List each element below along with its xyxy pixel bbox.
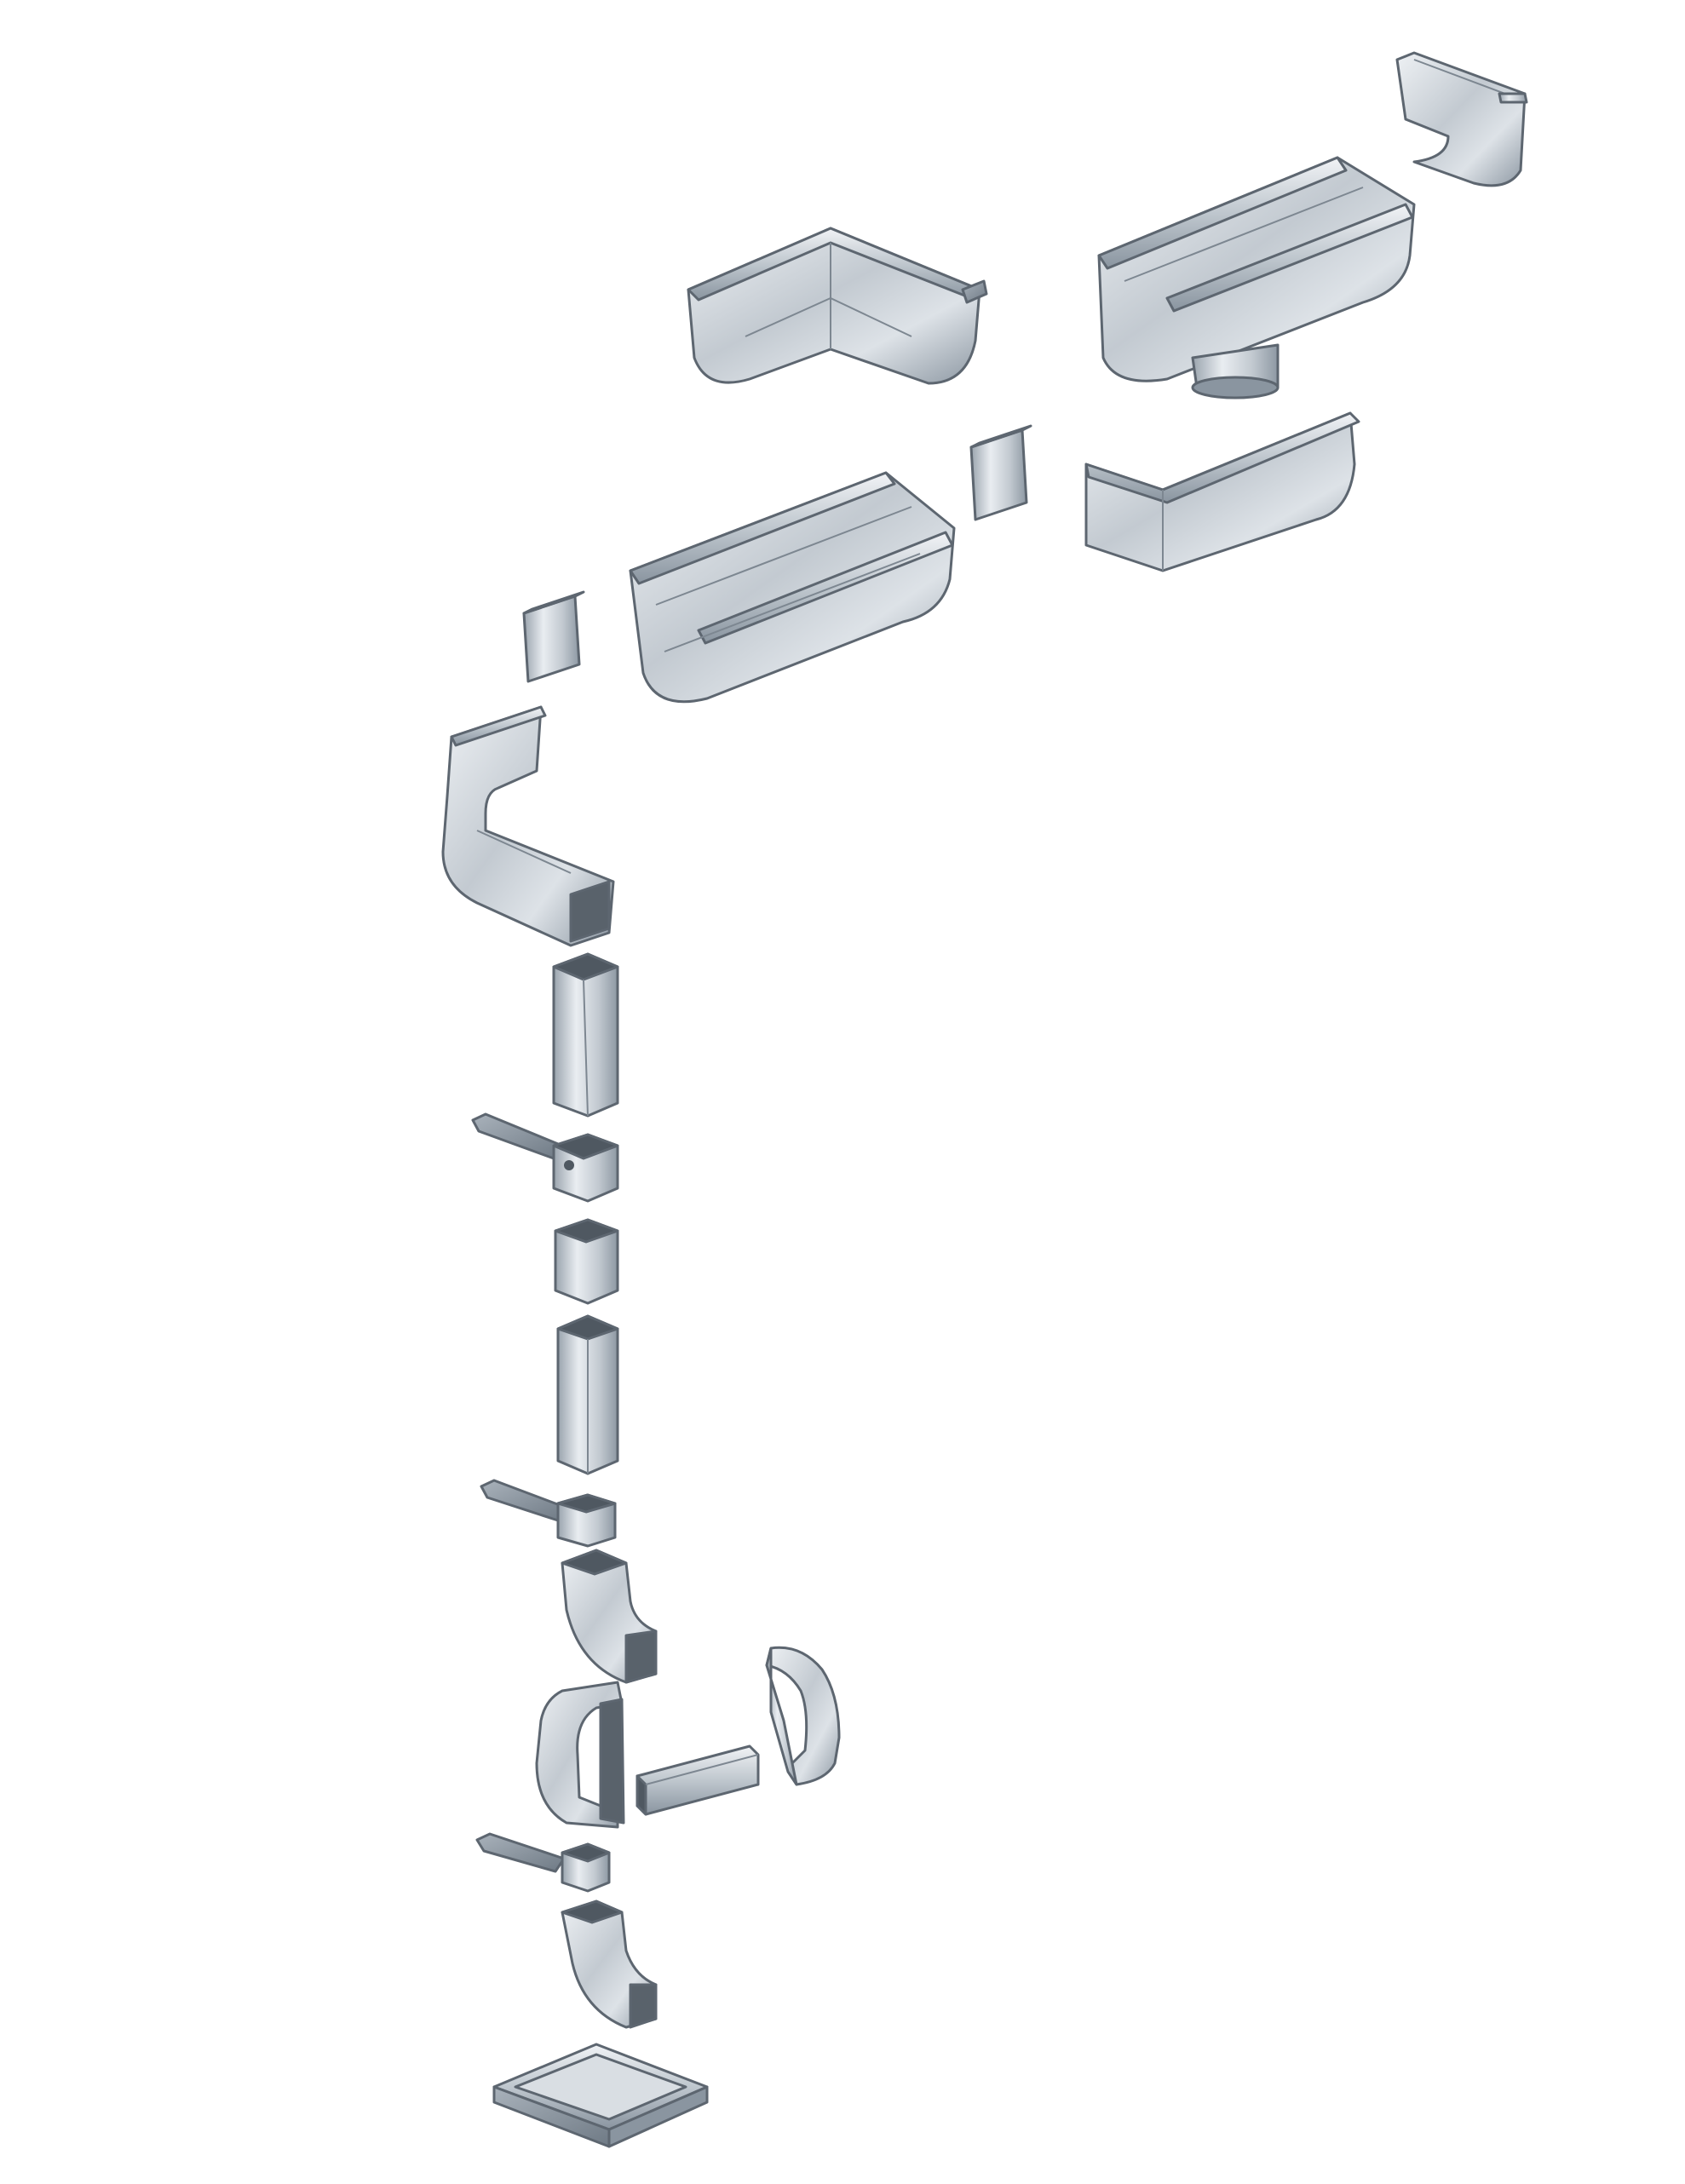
gutter-connector-2 — [522, 590, 585, 683]
downpipe-offset-left — [535, 1681, 625, 1829]
downpipe-offset-pipe — [635, 1744, 760, 1816]
downpipe-bracket-2 — [480, 1479, 617, 1548]
downpipe-shoe-elbow — [561, 1900, 658, 2029]
gutter-corner-inner — [687, 227, 988, 385]
gutter-corner-outer — [1084, 411, 1360, 572]
downpipe-offset-right — [765, 1646, 841, 1786]
downpipe-section-1 — [552, 952, 619, 1118]
gutter-outlet-bend — [441, 705, 615, 947]
gutter-connector-1 — [969, 424, 1032, 521]
gutter-end-cap — [1395, 51, 1528, 187]
gutter-outlet-section — [1097, 156, 1416, 399]
downpipe-elbow-1 — [561, 1549, 658, 1684]
downpipe-coupler — [554, 1218, 619, 1305]
downpipe-bracket-3 — [475, 1832, 611, 1893]
downpipe-bracket-1 — [471, 1112, 619, 1203]
gutter-section-long — [629, 471, 956, 704]
downpipe-section-2 — [556, 1314, 619, 1475]
drain-tray — [492, 2043, 709, 2148]
